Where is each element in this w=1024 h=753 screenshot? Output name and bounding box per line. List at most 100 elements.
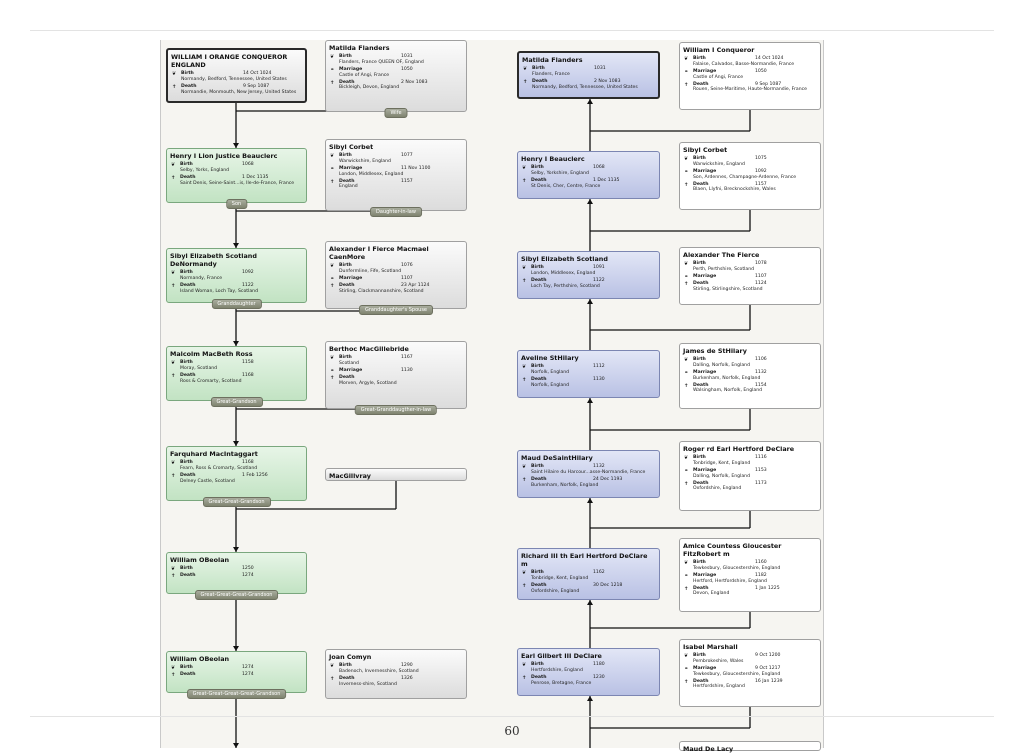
marriage-icon: ⚭ bbox=[684, 467, 689, 474]
marriage-icon: ⚭ bbox=[684, 273, 689, 280]
birth-icon: ❦ bbox=[684, 357, 689, 363]
birth-icon: ❦ bbox=[330, 153, 335, 159]
person-card-maud-de-lacy[interactable]: Maud De Lacy bbox=[679, 741, 821, 753]
event-place: Stirling, Stirlingshire, Scotland bbox=[693, 286, 763, 292]
person-name: MacGillvray bbox=[329, 472, 371, 480]
event-date: 1274 bbox=[242, 665, 254, 670]
event-label: Death bbox=[180, 174, 196, 180]
birth-icon: ❦ bbox=[684, 261, 689, 267]
event-place: Selby, Yorks, England bbox=[180, 167, 230, 173]
birth-icon: ❦ bbox=[684, 560, 689, 566]
event-date: 1274 bbox=[242, 572, 254, 578]
event-date: 1091 bbox=[593, 265, 605, 270]
event-label: Death bbox=[180, 282, 196, 288]
person-name: Aveline StHilary bbox=[521, 354, 579, 362]
event-label: Death bbox=[180, 572, 196, 578]
birth-icon: ❦ bbox=[171, 162, 176, 168]
event-date: 1132 bbox=[755, 369, 767, 375]
person-card-macgillvray[interactable]: MacGillvray bbox=[325, 468, 467, 481]
event-date: 1180 bbox=[593, 662, 605, 667]
event-place: Stirling, Clackmannanshire, Scotland bbox=[339, 288, 424, 294]
event-place: Walsingham, Norfolk, England bbox=[693, 388, 763, 394]
event-date: 1076 bbox=[401, 263, 413, 268]
event-label: Death bbox=[180, 472, 196, 478]
event-label: Death bbox=[693, 280, 709, 286]
event-label: Birth bbox=[180, 665, 193, 670]
event-date: 1124 bbox=[755, 280, 767, 286]
event-label: Birth bbox=[180, 162, 193, 167]
person-name: William OBeolan bbox=[170, 556, 230, 564]
event-place: Oxfordshire, England bbox=[531, 588, 580, 594]
event-place: Burkenham, Norfolk, England bbox=[693, 375, 761, 381]
event-date: 1132 bbox=[593, 464, 605, 469]
event-label: Death bbox=[339, 675, 355, 681]
event-date: 1157 bbox=[401, 178, 413, 184]
event-place: Badenoch, Invernesshire, Scotland bbox=[339, 668, 419, 674]
person-card-amice-countess-gloucester-fitzrobert-m[interactable]: Amice Countess Gloucester FitzRobert m❦B… bbox=[679, 538, 821, 612]
event-place: Son, Ardennes, Champagne-Ardenne, France bbox=[693, 174, 797, 180]
event-label: Birth bbox=[180, 566, 193, 571]
event-place: St Denis, Cher, Centre, France bbox=[531, 183, 601, 189]
birth-icon: ❦ bbox=[330, 263, 335, 269]
event-place: Normandie, Monmouth, New Jersey, United … bbox=[181, 89, 297, 95]
death-icon: ✝ bbox=[684, 81, 689, 88]
person-card-alexander-i-fierce-macmael-caenmore[interactable]: Alexander I Fierce Macmael CaenMore❦Birt… bbox=[325, 241, 467, 315]
death-icon: ✝ bbox=[684, 181, 689, 188]
event-label: Marriage bbox=[693, 273, 717, 279]
event-place: Tewkesbury, Gloucestershire, England bbox=[693, 565, 781, 571]
birth-icon: ❦ bbox=[522, 570, 527, 576]
event-place: Perth, Perthshire, Scotland bbox=[693, 266, 755, 272]
top-rule bbox=[30, 30, 994, 31]
event-date: 1167 bbox=[401, 355, 413, 360]
event-date: 1 Dec 1135 bbox=[242, 174, 269, 180]
event-date: 9 Oct 1200 bbox=[755, 653, 781, 658]
marriage-icon: ⚭ bbox=[684, 665, 689, 672]
event-date: 1154 bbox=[755, 382, 767, 388]
birth-icon: ❦ bbox=[684, 156, 689, 162]
relationship-tag: Great-Granddaugther-in-law bbox=[354, 404, 438, 415]
event-place: Falaise, Calvados, Basse-Normandie, Fran… bbox=[693, 61, 795, 67]
event-place: Blaen, Llyfni, Brecknockshire, Wales bbox=[693, 187, 776, 193]
event-date: 1092 bbox=[755, 168, 767, 174]
person-card-sibyl-elizabeth-scotland-denormandy[interactable]: Sibyl Elizabeth Scotland DeNormandy❦Birt… bbox=[166, 248, 307, 309]
event-place: Penrose, Bretagne, France bbox=[531, 680, 592, 686]
person-card-william-i-orange-conqueror-england[interactable]: WILLIAM I ORANGE CONQUEROR ENGLAND❦Birth… bbox=[166, 48, 307, 103]
marriage-icon: ⚭ bbox=[330, 275, 335, 282]
event-label: Birth bbox=[339, 54, 352, 59]
marriage-icon: ⚭ bbox=[684, 68, 689, 75]
person-card-richard-iii-th-earl-hertford-declare-m[interactable]: Richard III th Earl Hertford DeClare m❦B… bbox=[517, 548, 660, 600]
event-date: 1068 bbox=[593, 165, 605, 170]
